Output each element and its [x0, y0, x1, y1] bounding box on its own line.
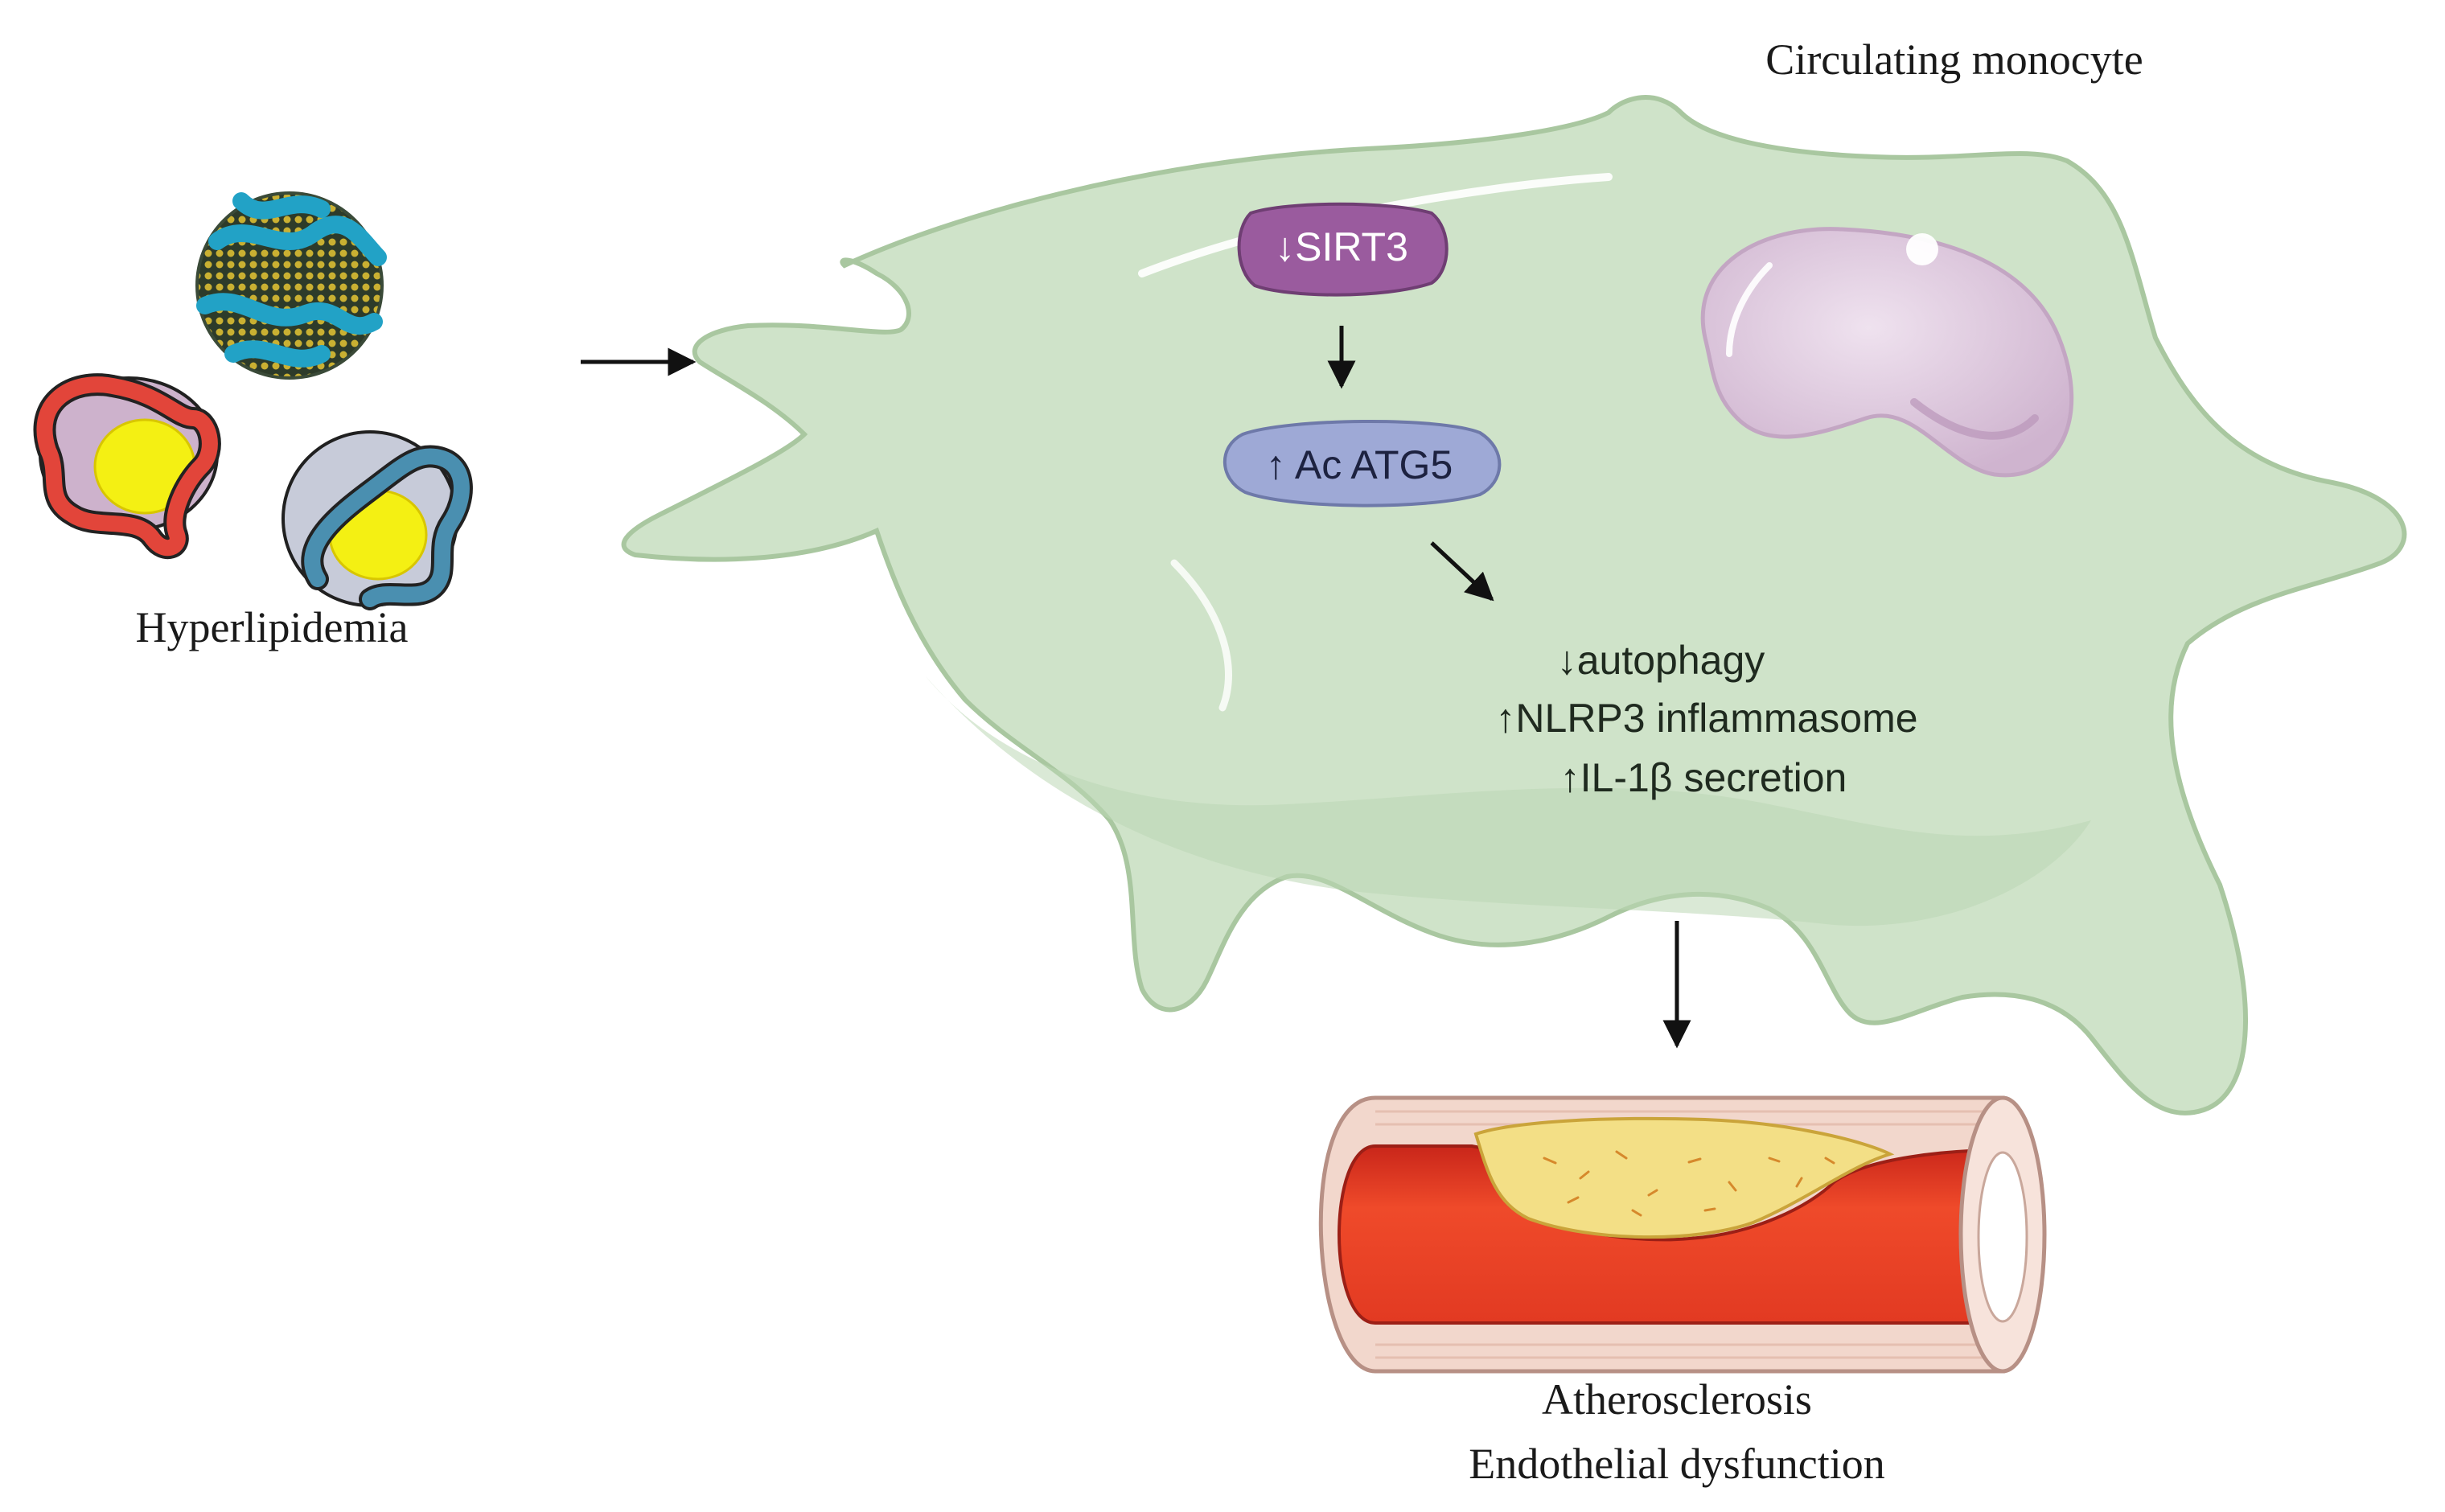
lipoprotein-red-icon — [33, 373, 221, 560]
arrow-atg5-to-effects — [1430, 541, 1494, 602]
cell-membrane — [621, 95, 2407, 1116]
effect-nlrp3: ↑NLRP3 inflammasome — [1495, 696, 1917, 741]
cell-highlight — [1170, 559, 1232, 712]
outcome-line-1: Atherosclerosis — [1542, 1375, 1812, 1424]
outcome-line-2: Endothelial dysfunction — [1469, 1440, 1884, 1488]
cell-title: Circulating monocyte — [1765, 35, 2143, 84]
artery-plaque-icon — [1318, 1095, 2047, 1374]
lipoprotein-particle-icon — [195, 191, 387, 380]
nucleus-icon — [1700, 227, 2074, 478]
atg5-label: ↑ Ac ATG5 — [1266, 442, 1453, 487]
sirt3-label: ↓SIRT3 — [1275, 224, 1408, 269]
source-label: Hyperlipidemia — [136, 603, 409, 651]
atg5-node: ↑ Ac ATG5 — [1222, 420, 1502, 507]
effect-autophagy: ↓autophagy — [1557, 638, 1765, 683]
cell-shading — [925, 676, 2091, 927]
lipoprotein-blue-icon — [281, 430, 473, 610]
effect-il1b: ↑IL-1β secretion — [1560, 755, 1847, 800]
sirt3-node: ↓SIRT3 — [1237, 202, 1449, 297]
effects-list: ↓autophagy ↑NLRP3 inflammasome ↑IL-1β se… — [1495, 638, 1917, 800]
monocyte-cell-icon — [621, 95, 2407, 1116]
